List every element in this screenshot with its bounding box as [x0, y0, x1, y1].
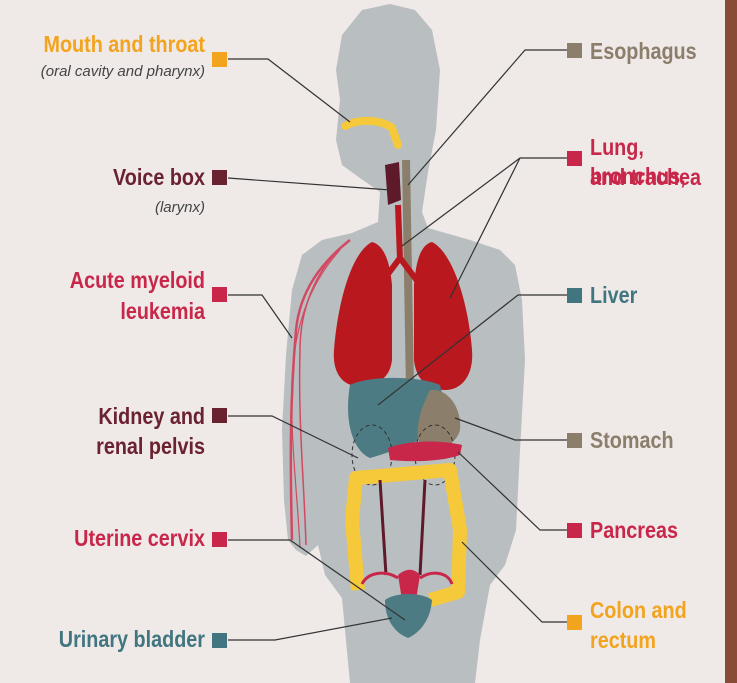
legend-square-leukemia: [212, 287, 227, 302]
legend-square-pancreas: [567, 523, 582, 538]
legend-square-esophagus: [567, 43, 582, 58]
label-uterine-cervix: Uterine cervix: [29, 524, 205, 553]
legend-square-mouth: [212, 52, 227, 67]
legend-square-kidney: [212, 408, 227, 423]
label-kidney-1: Kidney and: [29, 402, 205, 431]
label-stomach: Stomach: [590, 426, 674, 455]
label-leukemia-1: Acute myeloid: [29, 266, 205, 295]
label-voice-box-sub: (larynx): [0, 199, 205, 216]
label-voice-box: Voice box: [29, 163, 205, 192]
leader-mouth: [228, 59, 350, 122]
label-leukemia-2: leukemia: [29, 297, 205, 326]
label-colon-2: rectum: [590, 626, 656, 655]
label-lung-2: and trachea: [590, 163, 701, 192]
label-urinary-bladder: Urinary bladder: [29, 625, 205, 654]
label-mouth-throat-sub: (oral cavity and pharynx): [0, 63, 205, 80]
label-colon-1: Colon and: [590, 596, 687, 625]
legend-square-voice: [212, 170, 227, 185]
label-pancreas: Pancreas: [590, 516, 678, 545]
legend-square-liver: [567, 288, 582, 303]
legend-square-stomach: [567, 433, 582, 448]
label-mouth-throat: Mouth and throat: [29, 30, 205, 59]
legend-square-bladder: [212, 633, 227, 648]
label-kidney-2: renal pelvis: [29, 432, 205, 461]
legend-square-lung: [567, 151, 582, 166]
legend-square-cervix: [212, 532, 227, 547]
label-liver: Liver: [590, 281, 637, 310]
leader-leukemia: [228, 295, 292, 338]
legend-square-colon: [567, 615, 582, 630]
label-esophagus: Esophagus: [590, 37, 697, 66]
